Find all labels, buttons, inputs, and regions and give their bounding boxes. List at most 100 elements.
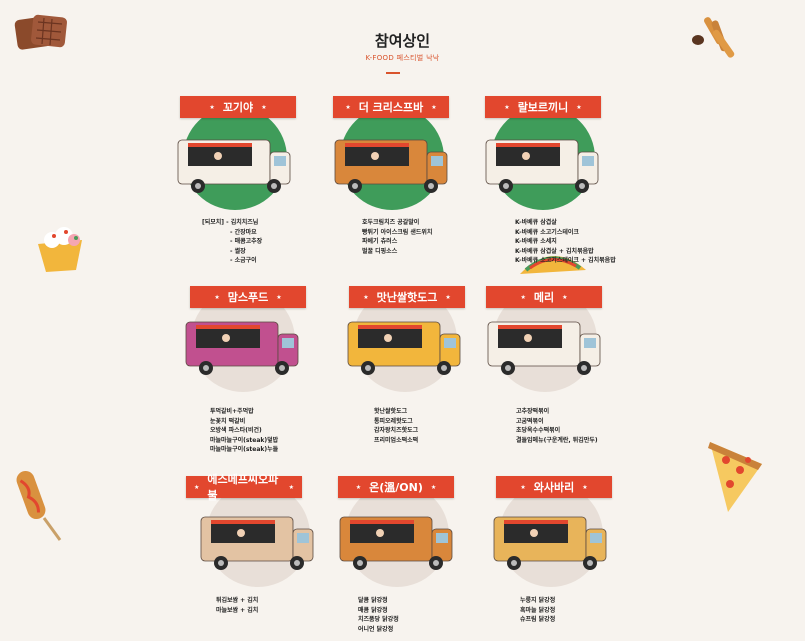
star-icon: ★	[582, 483, 588, 491]
star-icon: ★	[288, 483, 294, 491]
menu-item: K-바베큐 삼겹살	[515, 219, 557, 226]
menu-item: 결들임메뉴(구운계란, 튀김만두)	[516, 436, 598, 444]
star-icon: ★	[504, 103, 510, 111]
waffle-decoration-icon	[14, 14, 67, 50]
page-subtitle: K-FOOD 페스티벌 낙낙	[365, 54, 440, 62]
vendor-figure	[530, 529, 538, 537]
menu-item: - 간장마요	[230, 228, 257, 236]
truck-windshield	[436, 533, 448, 543]
truck-windshield	[590, 533, 602, 543]
menu-item: 초당옥수수떡볶이	[516, 427, 561, 434]
food-truck-illustration	[347, 288, 461, 392]
menu-item: 누룽지 닭강정	[520, 597, 556, 604]
menu-item: 마늘보쌈 + 김치	[216, 606, 259, 614]
star-icon: ★	[431, 103, 437, 111]
menu-item: 고굼떡볶이	[516, 417, 544, 425]
truck-windshield	[584, 338, 596, 348]
menu-item: K-바베큐 소세지	[515, 238, 557, 245]
menu-item: 핫난쌀핫도그	[374, 408, 408, 415]
menu-item: 튀김보쌈 + 김치	[216, 597, 259, 604]
food-truck-illustration	[177, 106, 291, 210]
menu-item: 고추장떡볶이	[516, 408, 550, 415]
vendor-figure	[222, 334, 230, 342]
truck-windshield	[274, 156, 286, 166]
truck-awning	[188, 143, 252, 147]
truck-awning	[196, 325, 260, 329]
vendor-figure	[237, 529, 245, 537]
vendor-figure	[384, 334, 392, 342]
vendor-name-banner: ★맛난쌀핫도그★	[349, 286, 465, 308]
menu-item: 프리미엄소떡소떡	[374, 436, 419, 444]
truck-windshield	[282, 338, 294, 348]
menu-item: K-바베큐 소고기스테이크 + 김치볶음밥	[515, 257, 616, 264]
food-truck-illustration	[334, 106, 448, 210]
vendor-name-banner: ★ 에스메프씨오파불 ★	[186, 473, 302, 502]
vendor-name: 맛난쌀핫도그	[376, 291, 438, 304]
star-icon: ★	[520, 483, 526, 491]
menu-item: 빵튀기 아이스크림 샌드위치	[362, 228, 433, 236]
vendor-name-banner: ★꼬기야★	[180, 96, 296, 118]
vendor-name: 맘스푸드	[227, 291, 269, 304]
truck-awning	[358, 325, 422, 329]
star-icon: ★	[355, 483, 362, 491]
vendor-figure	[376, 529, 384, 537]
menu-item: - 소금구이	[230, 257, 257, 264]
menu-item: 달콤 닭강정	[358, 597, 388, 604]
corndog-decoration-icon	[16, 470, 62, 541]
menu-item: 통피오레핫도그	[374, 417, 413, 425]
menu-item: - 매콤고추장	[230, 238, 263, 245]
menu-item: 파베기 츄러스	[362, 238, 398, 245]
vendor-figure	[522, 152, 530, 160]
menu-item: 어니언 닭강정	[358, 625, 394, 633]
menu-item: K-바베큐 소고기스테이크	[515, 228, 579, 236]
star-icon: ★	[209, 103, 215, 111]
menu-item: 투먹갈비+주먹밥	[210, 408, 254, 415]
star-icon: ★	[520, 293, 526, 301]
menu-item: 흑마늘 닭강정	[520, 606, 556, 614]
vendor-menu-list: [되모치] - 김치치즈님- 간장마요- 매콤고추장- 썰장- 소금구이	[202, 218, 262, 266]
food-truck-illustration	[487, 288, 601, 392]
taco-decoration-icon	[520, 255, 586, 274]
truck-awning	[211, 520, 275, 524]
vendor-menu-list: K-바베큐 삼겹살 K-바베큐 소고기스테이크 K-바베큐 소세지 K-바베큐 삼겹살…	[515, 218, 616, 266]
food-truck-illustration	[485, 106, 599, 210]
truck-awning	[496, 143, 560, 147]
vendor-figure	[214, 152, 222, 160]
food-truck-illustration	[339, 483, 453, 587]
menu-item: 마늘마늘구이(steak)덮밥	[210, 436, 279, 444]
vendor-name-banner: ★랄보르끼니★	[485, 96, 601, 118]
star-icon: ★	[194, 483, 200, 491]
menu-item: 감자왕치즈핫도그	[374, 427, 419, 434]
truck-windshield	[431, 156, 443, 166]
menu-item: 벌꿀 디핑소스	[362, 247, 398, 255]
vendor-name-banner: ★ 온(溫/ON) ★	[338, 476, 454, 498]
food-truck-illustration	[200, 483, 314, 587]
pizza-decoration-icon	[708, 442, 762, 512]
vendor-name: 온(溫/ON)	[369, 481, 423, 494]
truck-awning	[350, 520, 414, 524]
menu-item: 매콤 닭강정	[358, 606, 388, 614]
truck-windshield	[444, 338, 456, 348]
star-icon: ★	[214, 293, 220, 301]
vendor-name: 와사바리	[533, 481, 575, 494]
food-truck-illustration	[493, 483, 607, 587]
vendor-name: 꼬기야	[222, 101, 254, 114]
menu-item: [되모치] - 김치치즈님	[202, 219, 259, 226]
menu-item: K-바베큐 삼겹살 + 김치볶음밥	[515, 247, 594, 255]
vendor-name: 랄보르끼니	[517, 101, 569, 114]
star-icon: ★	[363, 293, 369, 301]
star-icon: ★	[430, 483, 437, 491]
truck-windshield	[582, 156, 594, 166]
vendor-name: 에스메프씨오파불	[207, 473, 279, 502]
vendor-name: 메리	[533, 291, 555, 304]
vendor-name-banner: ★ 와사바리 ★	[496, 476, 612, 498]
menu-item: 호두크림치즈 공갈말이	[362, 219, 420, 226]
bingsu-decoration-icon	[38, 227, 82, 272]
menu-item: 치즈품당 닭강정	[358, 616, 399, 623]
star-icon: ★	[276, 293, 282, 301]
